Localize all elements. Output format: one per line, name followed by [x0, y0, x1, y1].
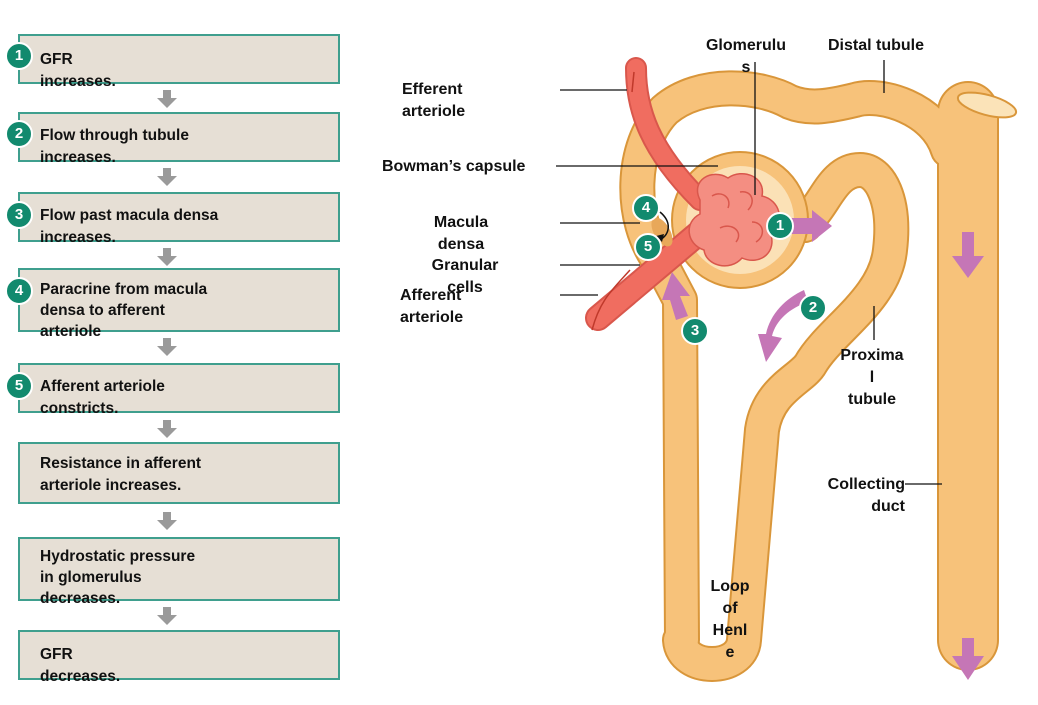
step-text-6: Resistance in afferent arteriole increas…: [40, 455, 202, 494]
diagram-badge-1: 1: [766, 212, 794, 240]
down-arrow-3: [157, 248, 177, 266]
step-box-2: Flow through tubule increases.: [18, 112, 340, 166]
step-text-2: Flow through tubule increases.: [40, 127, 189, 166]
label-afferent-arteriole: Afferent arteriole: [400, 287, 464, 326]
diagram-badge-3: 3: [681, 317, 709, 345]
down-arrow-7: [157, 607, 177, 625]
step-box-5: Afferent arteriole constricts.: [18, 363, 340, 417]
step-text-3: Flow past macula densa increases.: [40, 207, 219, 246]
diagram-badge-4: 4: [632, 194, 660, 222]
step-badge-2: 2: [5, 120, 33, 148]
flow-arrow-collecting-1: [952, 232, 984, 278]
step-box-1: GFR increases.: [18, 34, 340, 90]
flow-arrow-3: [662, 272, 690, 320]
step-badge-3: 3: [5, 201, 33, 229]
down-arrow-5: [157, 420, 177, 438]
diagram-badge-2: 2: [799, 294, 827, 322]
label-granular-cells: Granular cells: [431, 257, 499, 296]
flow-arrow-1: [790, 210, 832, 242]
diagram-badge-5: 5: [634, 233, 662, 261]
collecting-duct-opening: [956, 91, 1018, 119]
step-badge-5: 5: [5, 372, 33, 400]
down-arrow-4: [157, 338, 177, 356]
tubule-fill-layer: [621, 72, 997, 680]
down-arrow-1: [157, 90, 177, 108]
label-efferent-arteriole: Efferent arteriole: [402, 81, 466, 120]
step-badge-4: 4: [5, 277, 33, 305]
label-bowmans-capsule: Bowman’s capsule: [382, 158, 526, 175]
step-text-1: GFR increases.: [40, 51, 116, 90]
flow-arrows: [662, 210, 984, 680]
label-proximal-tubule: Proxima l tubule: [840, 347, 904, 408]
label-macula-densa: Macula densa: [433, 214, 489, 253]
efferent-flow-line: [631, 71, 635, 93]
flow-arrow-2: [758, 290, 808, 362]
down-arrow-6: [157, 512, 177, 530]
step-box-8: GFR decreases.: [18, 630, 340, 685]
glomerulus-loops: [711, 191, 764, 243]
leader-lines: [556, 60, 942, 485]
step-text-8: GFR decreases.: [40, 646, 121, 685]
label-glomerulus: Glomerulu s: [705, 37, 786, 76]
step-box-7: Hydrostatic pressure in glomerulus decre…: [18, 537, 340, 607]
flow-arrow-collecting-2: [952, 638, 984, 680]
step-text-5: Afferent arteriole constricts.: [40, 378, 165, 417]
step-box-3: Flow past macula densa increases.: [18, 192, 340, 246]
down-arrow-2: [157, 168, 177, 186]
macula-densa-shape: [651, 217, 673, 247]
step-text-7: Hydrostatic pressure in glomerulus decre…: [40, 548, 196, 607]
label-loop-of-henle: Loop of Henl e: [710, 578, 750, 661]
label-distal-tubule: Distal tubule: [828, 37, 925, 54]
afferent-flow-line: [591, 269, 631, 331]
step-text-4: Paracrine from macula densa to afferent …: [40, 281, 208, 340]
step-box-6: Resistance in afferent arteriole increas…: [18, 442, 340, 504]
step-badge-1: 1: [5, 42, 33, 70]
label-collecting-duct: Collecting duct: [827, 476, 905, 515]
